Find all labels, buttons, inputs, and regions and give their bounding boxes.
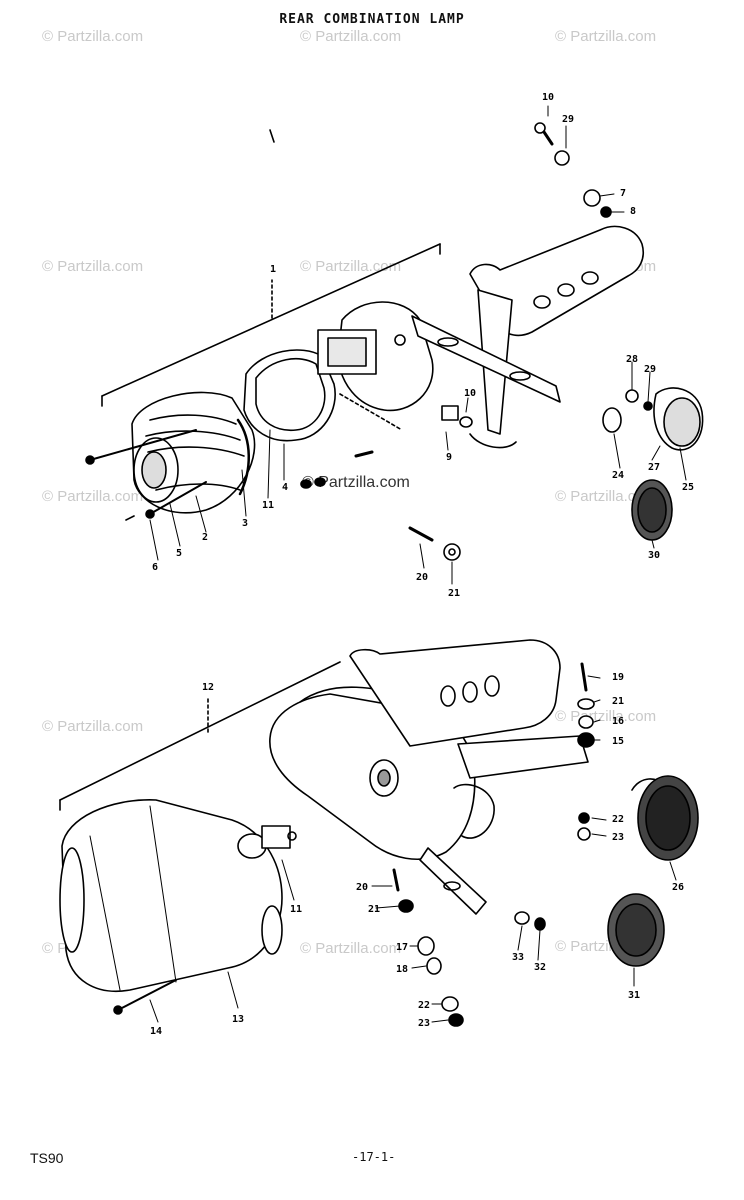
callout-label: 8 [630,206,636,217]
callout-label: 3 [242,518,248,529]
assembly-bracket-line [101,243,441,407]
lamp-lens-housing-large [59,799,283,992]
callout-label: 11 [290,904,302,915]
callout-label: 10 [542,92,554,103]
callout-label: 21 [368,904,380,915]
callout-label: 1 [270,264,276,275]
model-label: TS90 [30,1150,64,1166]
callout-label: 19 [612,672,624,683]
reflector-small-top [602,387,704,451]
callout-label: 22 [418,1000,430,1011]
callout-label: 24 [612,470,624,481]
callout-label: 6 [152,562,158,573]
callout-label: 15 [612,736,624,747]
callout-label: 2 [202,532,208,543]
watermark: © Partzilla.com [42,488,144,505]
watermark: © Partzilla.com [300,28,402,45]
watermark: © Partzilla.com [300,940,402,957]
bulb [237,825,297,859]
lamp-lens-housing [131,391,256,514]
callout-label: 22 [612,814,624,825]
callout-label: 33 [512,952,524,963]
callout-label: 12 [202,682,214,693]
callout-label: 26 [672,882,684,893]
mounting-bracket-bottom [349,639,589,915]
diagram-title: REAR COMBINATION LAMP [279,12,465,27]
callout-label: 5 [176,548,182,559]
watermark: © Partzilla.com [42,718,144,735]
callout-label: 16 [612,716,624,727]
callout-label: 7 [620,188,626,199]
callout-label: 29 [644,364,656,375]
callout-label: 17 [396,942,408,953]
long-screw [85,429,207,519]
watermark-center: © Partzilla.com [302,474,410,491]
page-number: -17-1- [352,1150,396,1164]
callout-labels: 1 10 29 7 8 10 9 6 5 2 3 11 4 20 21 28 2… [150,92,694,1037]
callout-label: 30 [648,550,660,561]
mounting-bracket-top [411,225,644,449]
watermark: © Partzilla.com [300,258,402,275]
assembly-bracket-line [59,661,341,811]
gasket-plate [243,349,336,442]
callout-label: 28 [626,354,638,365]
callout-label: 13 [232,1014,244,1025]
reflector-round-bottom [607,893,665,967]
screw-long-bottom [113,979,177,1015]
bolt-upper-right [534,122,612,218]
callout-label: 25 [682,482,694,493]
reflector-round-top [631,479,673,541]
callout-label: 10 [464,388,476,399]
small-parts-bottom-center [392,868,546,1027]
watermark: © Partzilla.com [42,28,144,45]
bolt-stack-bottom [577,662,595,841]
callout-label: 21 [448,588,460,599]
callout-label: 29 [562,114,574,125]
callout-label: 23 [418,1018,430,1029]
bracket-nut [354,405,473,458]
callout-label: 18 [396,964,408,975]
callout-label: 20 [356,882,368,893]
callout-label: 32 [534,962,546,973]
callout-label: 31 [628,990,640,1001]
leader-lines [149,105,687,1023]
callout-label: 9 [446,452,452,463]
callout-label: 27 [648,462,660,473]
watermark: © Partzilla.com [555,488,657,505]
watermark: © Partzilla.com [555,28,657,45]
callout-label: 23 [612,832,624,843]
lamp-base-plate [317,301,434,412]
callout-label: 14 [150,1026,162,1037]
reflector-large-bottom [631,775,699,861]
callout-label: 21 [612,696,624,707]
callout-label: 20 [416,572,428,583]
small-screw [408,526,461,561]
callout-label: 4 [282,482,288,493]
watermark: © Partzilla.com [42,258,144,275]
callout-label: 11 [262,500,274,511]
